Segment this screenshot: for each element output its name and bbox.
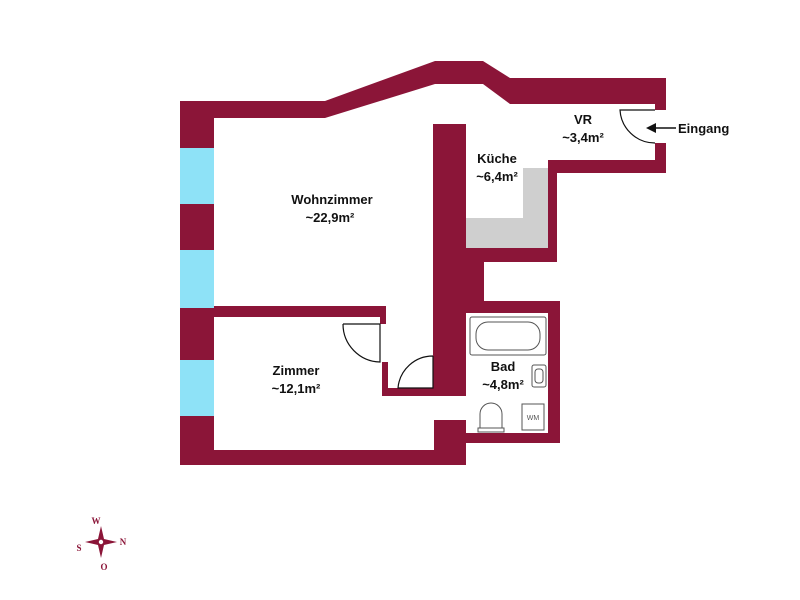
kitchen-area: ~6,4m²	[476, 169, 518, 184]
hallway-corner-wall	[382, 362, 433, 396]
compass-south: S	[76, 543, 81, 553]
compass-center	[98, 539, 104, 545]
arrow-left-icon	[646, 123, 676, 133]
bath-door	[397, 355, 434, 389]
entrance-label: Eingang	[678, 121, 729, 136]
compass-west: W	[92, 516, 101, 526]
walls	[180, 61, 666, 465]
bath-right-wall	[466, 301, 560, 443]
living-room-name: Wohnzimmer	[291, 192, 372, 207]
partition-wall	[214, 306, 386, 317]
room-door	[342, 323, 381, 363]
compass-rose-icon	[85, 526, 117, 558]
bath-name: Bad	[491, 359, 516, 374]
bottom-wall	[180, 420, 560, 465]
window-2	[180, 250, 214, 308]
bath-left-wall	[454, 313, 466, 396]
hall-area: ~3,4m²	[562, 130, 604, 145]
top-wall	[180, 61, 666, 118]
sink-bowl	[534, 368, 544, 384]
room-name: Zimmer	[273, 363, 320, 378]
arrow-head	[646, 123, 656, 133]
entrance-door	[619, 109, 656, 144]
kitchen-counter	[466, 168, 548, 248]
toilet-tank	[477, 427, 505, 433]
compass-east: O	[100, 562, 107, 572]
windows	[180, 148, 214, 416]
bath-area: ~4,8m²	[482, 377, 524, 392]
doors	[342, 109, 656, 389]
room-area: ~12,1m²	[272, 381, 321, 396]
bath-fixtures	[469, 316, 547, 433]
washer-label: WM	[527, 415, 540, 422]
partition-stub	[380, 306, 386, 324]
living-room-area: ~22,9m²	[306, 210, 355, 225]
bathtub-inner	[475, 321, 541, 351]
window-3	[180, 360, 214, 416]
compass-north: N	[120, 537, 127, 547]
washer	[521, 403, 545, 431]
kitchen-name: Küche	[477, 151, 517, 166]
right-upper-wall	[655, 143, 666, 173]
toilet	[479, 402, 503, 429]
hall-name: VR	[574, 112, 593, 127]
window-1	[180, 148, 214, 204]
